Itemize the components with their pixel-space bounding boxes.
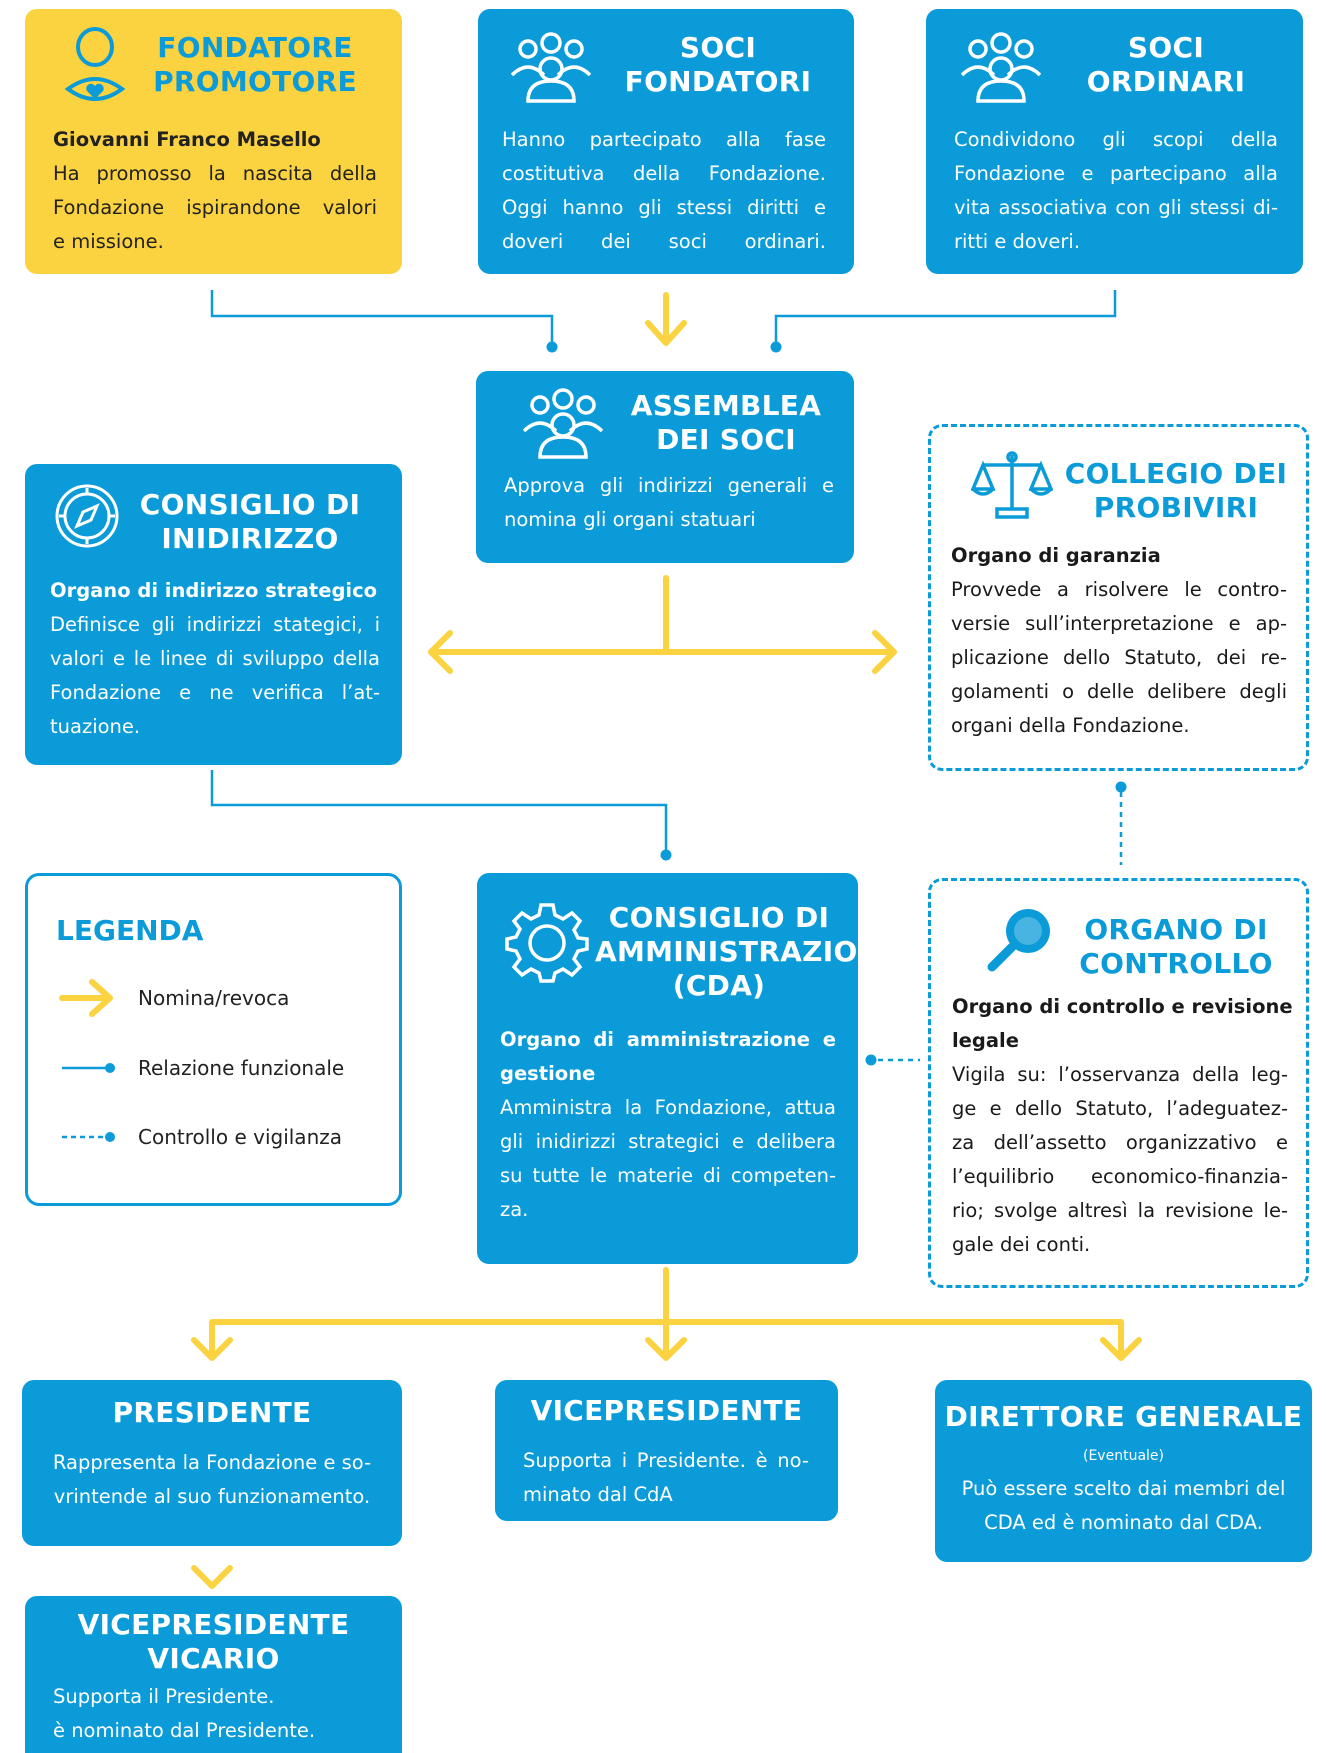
direttore-note: (Eventuale) (1083, 1448, 1164, 1464)
relation-dot (770, 341, 782, 353)
vicepresidente-title: VICEPRESIDENTE (530, 1394, 803, 1427)
fondatore-promotore-box: FONDATORE PROMOTORE Giovanni Franco Mase… (25, 9, 402, 274)
compass-icon (55, 484, 119, 548)
soci-ordinari-title: SOCI ORDINARI (1086, 31, 1246, 98)
nomina-arrow-assemblea-branch (428, 575, 897, 674)
group-icon (510, 32, 592, 103)
legend-label-nomina: Nomina/revoca (138, 986, 290, 1010)
consiglio-indirizzo-box: CONSIGLIO DI INIDIRIZZO Organo di indiri… (25, 464, 402, 765)
assemblea-text: Approva gli indirizzi generali e nomina … (504, 474, 834, 531)
presidente-text: Rappresenta la Fondazione e so- vrintend… (52, 1451, 372, 1508)
presidente-title: PRESIDENTE (112, 1396, 312, 1429)
legend-title: LEGENDA (56, 914, 204, 947)
control-dot (865, 1054, 877, 1066)
fondatore-name: Giovanni Franco Masello (53, 128, 321, 151)
relation-line-indirizzo-cda (210, 770, 668, 853)
soci-fondatori-box: SOCI FONDATORI Hanno partecipato alla fa… (478, 9, 854, 274)
assemblea-title: ASSEMBLEA DEI SOCI (630, 389, 822, 456)
person-heart-icon (64, 27, 126, 101)
scales-icon (971, 451, 1053, 519)
nomina-arrow-cda-branch (191, 1267, 1142, 1361)
collegio-probiviri-box: COLLEGIO DEI PROBIVIRI Organo di garanzi… (928, 424, 1309, 771)
organo-controllo-title: ORGANO DI CONTROLLO (1079, 913, 1273, 980)
consiglio-indirizzo-title: CONSIGLIO DI INIDIRIZZO (139, 488, 361, 555)
vicepresidente-box: VICEPRESIDENTE Supporta i Presidente. è … (495, 1380, 838, 1521)
presidente-box: PRESIDENTE Rappresenta la Fondazione e s… (22, 1380, 402, 1546)
control-line-icon (62, 1132, 115, 1142)
soci-ordinari-text: Condividono gli scopi della Fondazione e… (954, 128, 1278, 253)
legend-box: LEGENDA Nomina/revoca Relazione funziona… (25, 873, 402, 1206)
relation-dot (660, 849, 672, 861)
legend-label-controllo: Controllo e vigilanza (138, 1125, 342, 1149)
soci-ordinari-box: SOCI ORDINARI Condividono gli scopi dell… (926, 9, 1303, 274)
fondatore-title: FONDATORE PROMOTORE (153, 31, 357, 98)
vicepresidente-text: Supporta i Presidente. è no- minato dal … (523, 1449, 809, 1506)
direttore-title: DIRETTORE GENERALE (944, 1400, 1303, 1433)
relation-dot (546, 341, 558, 353)
collegio-text: Organo di garanzia Provvede a risolvere … (951, 539, 1287, 743)
magnifier-icon (987, 909, 1050, 972)
vicario-title: VICEPRESIDENTE VICARIO (77, 1608, 350, 1675)
legend-label-relazione: Relazione funzionale (138, 1056, 345, 1080)
nomina-arrow-icon (59, 979, 113, 1017)
control-dot (1115, 781, 1127, 793)
collegio-title: COLLEGIO DEI PROBIVIRI (1064, 457, 1288, 524)
consiglio-indirizzo-text: Organo di indirizzo strategico Definisce… (50, 574, 380, 744)
fondatore-text: Giovanni Franco Masello Ha promosso la n… (53, 123, 377, 259)
cda-subtitle: Organo di amministrazione e (500, 1028, 836, 1051)
nomina-arrow-soci-assemblea (645, 292, 687, 346)
organo-controllo-box: ORGANO DI CONTROLLO Organo di controllo … (928, 878, 1309, 1288)
direttore-text: Può essere scelto dai membri del CDA ed … (961, 1477, 1286, 1534)
consiglio-indirizzo-subtitle: Organo di indirizzo strategico (50, 579, 378, 602)
cda-box: CONSIGLIO DI AMMINISTRAZIONE (CDA) Organ… (477, 873, 901, 1264)
relation-line-fondatore-assemblea (210, 290, 554, 345)
group-icon (960, 32, 1042, 103)
cda-title: CONSIGLIO DI AMMINISTRAZIONE (CDA) (595, 901, 901, 1002)
relation-line-icon (62, 1063, 115, 1073)
nomina-arrow-presidente-vicario (191, 1565, 233, 1589)
direttore-generale-box: DIRETTORE GENERALE (Eventuale) Può esser… (935, 1380, 1312, 1562)
assemblea-soci-box: ASSEMBLEA DEI SOCI Approva gli indirizzi… (476, 371, 854, 563)
gear-icon (505, 903, 589, 983)
collegio-subtitle: Organo di garanzia (951, 544, 1161, 567)
vicario-text: Supporta il Presidente. è nominato dal P… (53, 1685, 316, 1742)
organo-controllo-subtitle: Organo di controllo e revisione (952, 995, 1293, 1018)
soci-fondatori-text: Hanno partecipato alla fase costitutiva … (502, 128, 826, 253)
cda-text: Organo di amministrazione e gestione Amm… (500, 1023, 836, 1227)
soci-fondatori-title: SOCI FONDATORI (624, 31, 812, 98)
vicepresidente-vicario-box: VICEPRESIDENTE VICARIO Supporta il Presi… (25, 1596, 402, 1753)
relation-line-ordinari-assemblea (774, 290, 1117, 345)
organo-controllo-text: Organo di controllo e revisione legale V… (952, 990, 1293, 1262)
group-icon (522, 388, 604, 459)
